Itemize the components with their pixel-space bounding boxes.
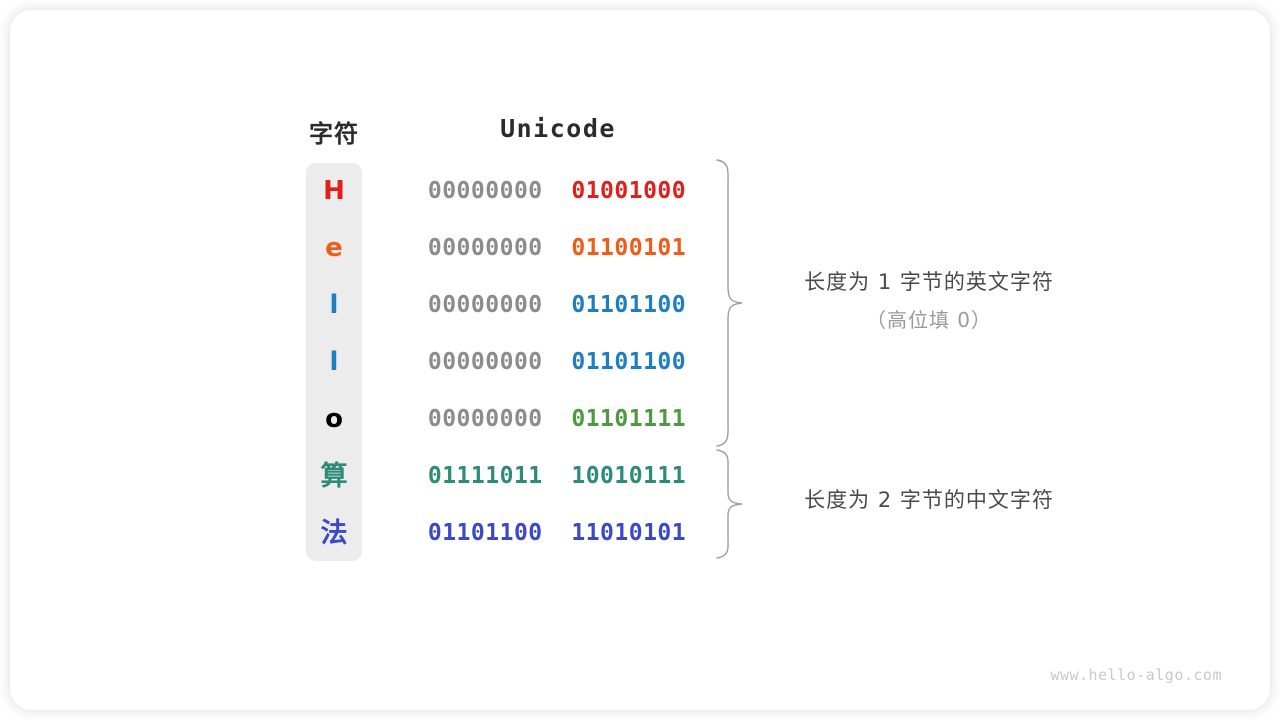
annotation-1-byte-main: 长度为 1 字节的英文字符: [804, 270, 1054, 294]
column-header-unicode: Unicode: [500, 114, 616, 143]
byte-separator: [543, 463, 572, 489]
byte-separator: [543, 235, 572, 261]
annotation-2-byte: 长度为 2 字节的中文字符: [762, 484, 1096, 514]
row-character: H: [323, 176, 345, 206]
row-high-byte: 00000000: [427, 235, 543, 261]
row-unicode-bits: 01101100 11010101: [412, 505, 702, 562]
row-high-byte: 00000000: [427, 178, 543, 204]
row-unicode-bits: 00000000 01101100: [412, 277, 702, 334]
row-character: 法: [320, 518, 348, 549]
row-character: 算: [320, 461, 348, 492]
row-character: o: [325, 404, 343, 434]
character-column-background: [306, 163, 362, 561]
row-low-byte: 01100101: [571, 235, 687, 261]
byte-separator: [543, 406, 572, 432]
row-character: l: [329, 290, 339, 320]
annotation-2-byte-main: 长度为 2 字节的中文字符: [804, 488, 1054, 512]
row-character: l: [329, 347, 339, 377]
row-high-byte: 00000000: [427, 406, 543, 432]
brace-group-2-byte: [716, 449, 743, 559]
annotation-1-byte: 长度为 1 字节的英文字符 （高位填 0）: [762, 266, 1096, 333]
byte-separator: [543, 349, 572, 375]
byte-separator: [543, 292, 572, 318]
row-low-byte: 01101100: [571, 292, 687, 318]
row-low-byte: 11010101: [571, 520, 687, 546]
byte-separator: [543, 520, 572, 546]
row-character: e: [325, 233, 343, 263]
row-unicode-bits: 01111011 10010111: [412, 448, 702, 505]
row-low-byte: 01001000: [571, 178, 687, 204]
diagram-card: [10, 10, 1270, 710]
watermark-url: www.hello-algo.com: [1050, 666, 1222, 684]
row-high-byte: 01111011: [427, 463, 543, 489]
row-high-byte: 00000000: [427, 292, 543, 318]
byte-separator: [543, 178, 572, 204]
row-unicode-bits: 00000000 01101100: [412, 334, 702, 391]
row-unicode-bits: 00000000 01101111: [412, 391, 702, 448]
row-unicode-bits: 00000000 01100101: [412, 220, 702, 277]
row-high-byte: 01101100: [427, 520, 543, 546]
brace-group-1-byte: [716, 159, 743, 447]
row-low-byte: 01101111: [571, 406, 687, 432]
row-high-byte: 00000000: [427, 349, 543, 375]
column-header-character: 字符: [309, 120, 359, 148]
row-low-byte: 10010111: [571, 463, 687, 489]
row-unicode-bits: 00000000 01001000: [412, 163, 702, 220]
annotation-1-byte-sub: （高位填 0）: [865, 308, 993, 332]
row-low-byte: 01101100: [571, 349, 687, 375]
